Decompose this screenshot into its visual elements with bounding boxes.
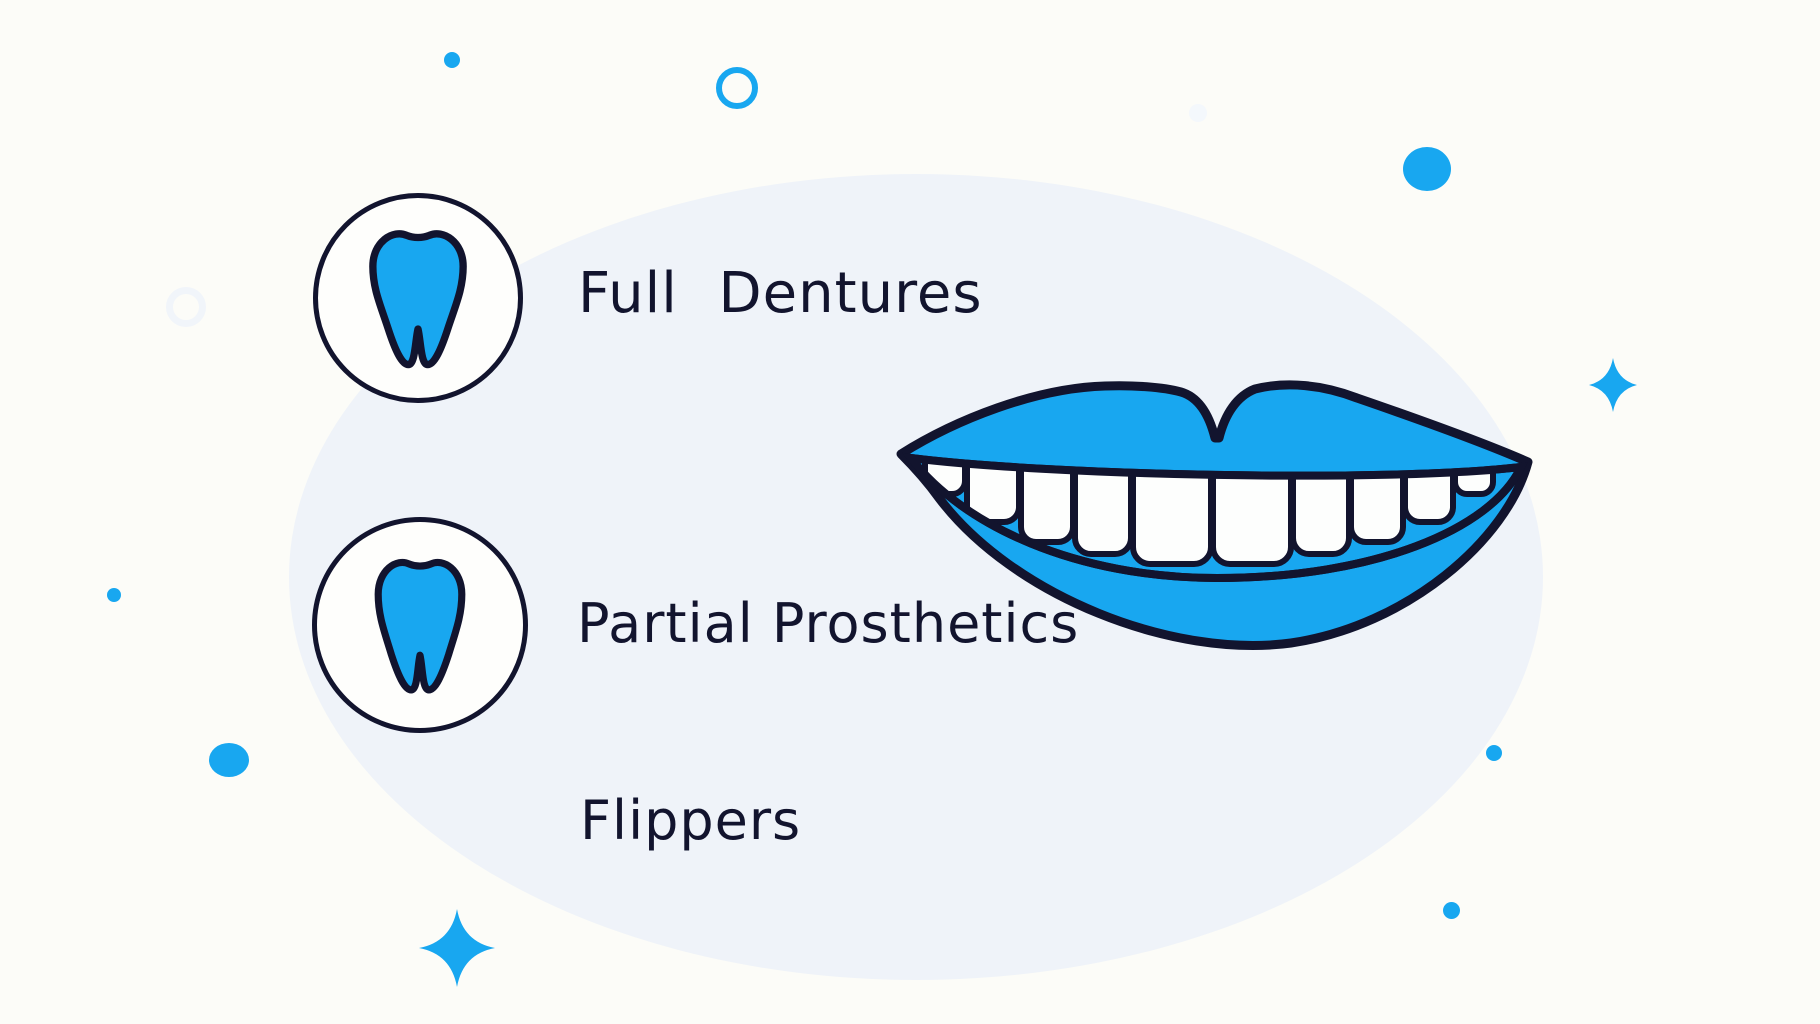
- tooth-icon-circle: [312, 517, 528, 733]
- dot-icon: [1443, 902, 1460, 919]
- dot-icon: [1403, 147, 1451, 191]
- label-full-dentures: Full Dentures: [578, 261, 983, 326]
- tooth-icon: [369, 230, 467, 369]
- sparkle-icon: [419, 909, 495, 987]
- dot-icon: [444, 52, 460, 68]
- dot-icon: [1486, 745, 1502, 761]
- tooth-icon-circle: [313, 193, 523, 403]
- ring-icon: [716, 67, 758, 109]
- faint-ring-icon: [166, 287, 206, 327]
- label-flippers: Flippers: [580, 789, 802, 852]
- dot-icon: [209, 743, 249, 777]
- faint-circle-icon: [1189, 104, 1207, 122]
- tooth-icon: [374, 558, 466, 694]
- smiling-mouth-icon: [896, 380, 1533, 650]
- label-partial-prosthetics: Partial Prosthetics: [577, 592, 1080, 655]
- dot-icon: [107, 588, 121, 602]
- sparkle-icon: [1589, 358, 1637, 412]
